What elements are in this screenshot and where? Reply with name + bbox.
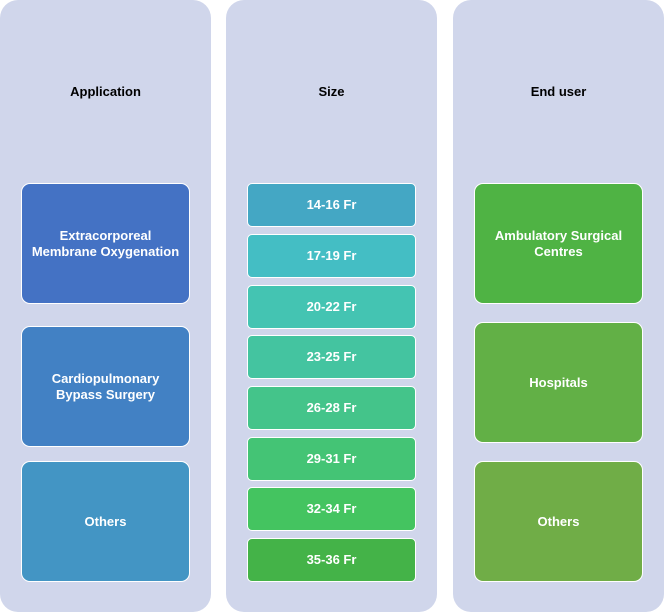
end-user-item-hospitals: Hospitals: [474, 322, 643, 443]
size-item-17-19: 17-19 Fr: [247, 234, 416, 278]
size-item-20-22: 20-22 Fr: [247, 285, 416, 329]
end-user-item-ambulatory-surgical-centres: Ambulatory Surgical Centres: [474, 183, 643, 304]
size-item-35-36: 35-36 Fr: [247, 538, 416, 582]
end-user-title: End user: [530, 84, 587, 99]
size-item-32-34: 32-34 Fr: [247, 487, 416, 531]
size-item-26-28: 26-28 Fr: [247, 386, 416, 430]
application-item-cardiopulmonary-bypass: Cardiopulmonary Bypass Surgery: [21, 326, 190, 447]
end-user-column: End user Ambulatory Surgical Centres Hos…: [453, 0, 664, 612]
size-item-14-16: 14-16 Fr: [247, 183, 416, 227]
application-item-ecmo: Extracorporeal Membrane Oxygenation: [21, 183, 190, 304]
end-user-item-others: Others: [474, 461, 643, 582]
application-column: Application Extracorporeal Membrane Oxyg…: [0, 0, 211, 612]
size-item-23-25: 23-25 Fr: [247, 335, 416, 379]
application-title: Application: [70, 84, 141, 99]
size-column: Size 14-16 Fr 17-19 Fr 20-22 Fr 23-25 Fr…: [226, 0, 437, 612]
size-title: Size: [318, 84, 345, 99]
size-item-29-31: 29-31 Fr: [247, 437, 416, 481]
application-item-others: Others: [21, 461, 190, 582]
